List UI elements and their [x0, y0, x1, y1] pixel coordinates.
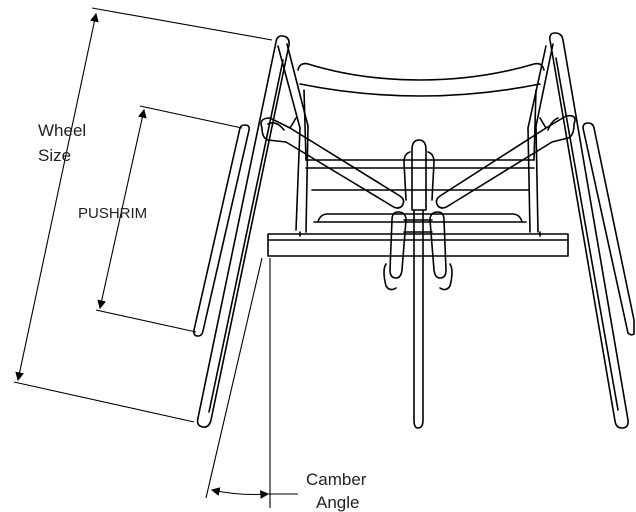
right-pushrim — [582, 122, 635, 336]
pushrim-label: PUSHRIM — [78, 205, 148, 222]
camber-angle-label-line2: Angle — [316, 493, 360, 512]
wheel-size-label-line1: Wheel — [38, 121, 87, 140]
left-wheel — [196, 35, 290, 428]
dimension-lines — [13, 7, 298, 508]
camber-angle-label-line1: Camber — [306, 470, 367, 489]
left-pushrim — [193, 124, 250, 337]
right-wheel — [549, 32, 629, 429]
wheel-size-label-line2: Size — [38, 146, 72, 165]
frame — [260, 43, 576, 257]
front-wheel-assembly — [383, 139, 453, 429]
